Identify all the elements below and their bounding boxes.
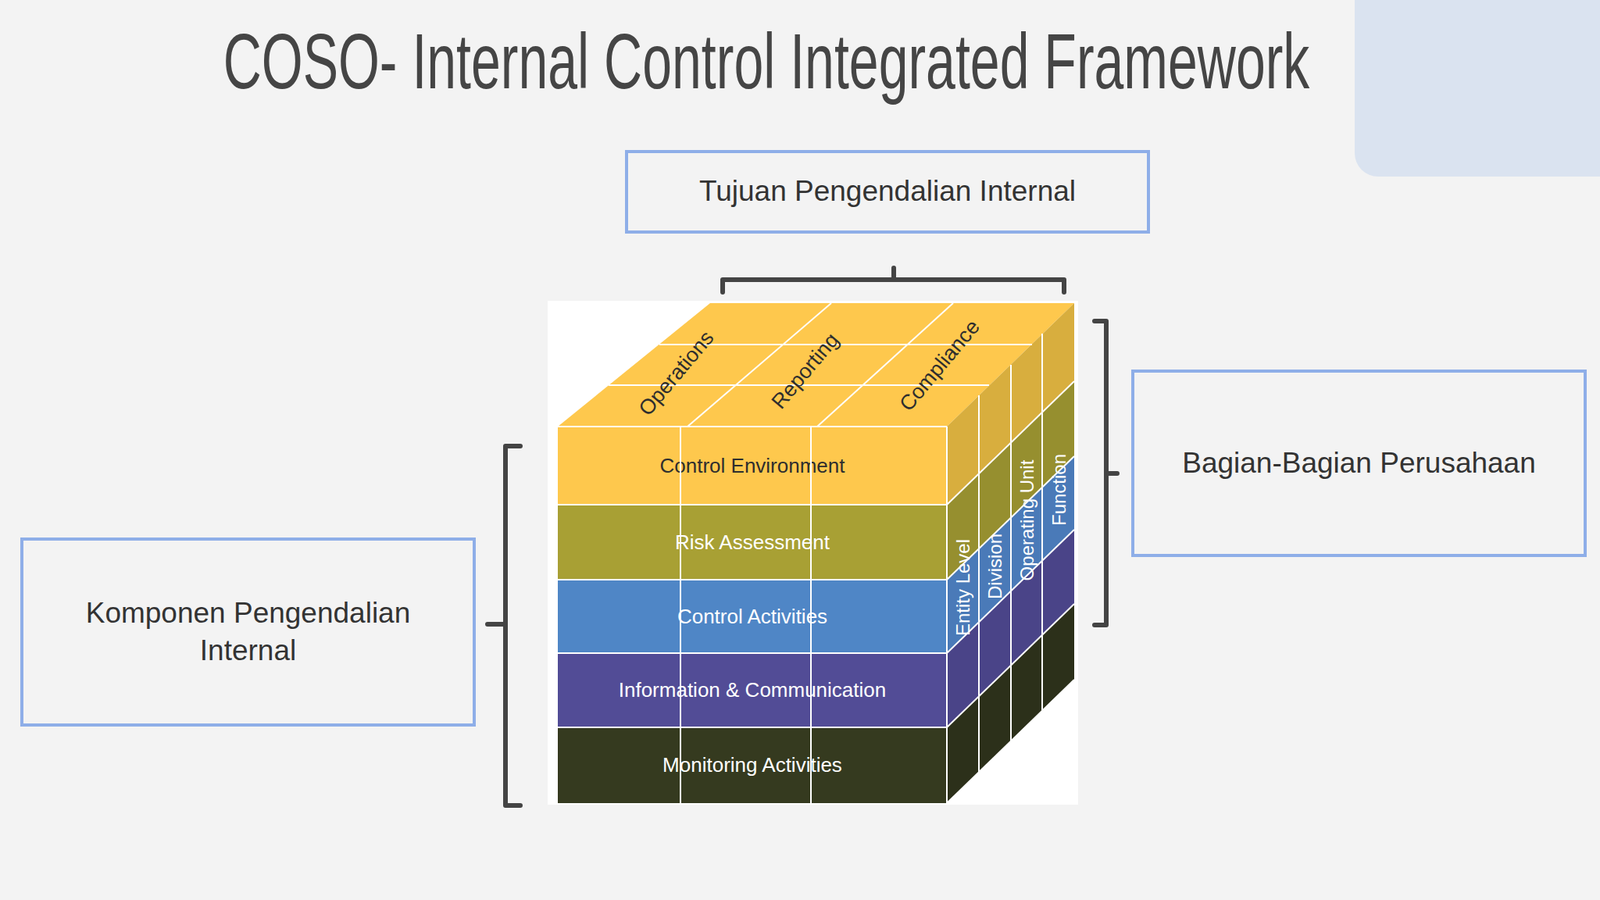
- entity-structure-box: Bagian-Bagian Perusahaan: [1131, 369, 1587, 558]
- grid-lines: [557, 303, 1075, 804]
- right-bracket: [1094, 321, 1118, 625]
- cube-side-band: [946, 529, 1075, 728]
- brackets: [487, 267, 1118, 806]
- entity-label: Entity Level: [953, 539, 973, 636]
- objective-box: Tujuan Pengendalian Internal: [625, 150, 1150, 234]
- component-band: Control Activities: [557, 579, 947, 654]
- component-band: Monitoring Activities: [557, 727, 947, 804]
- entity-label: Operating Unit: [1017, 460, 1037, 582]
- component-band: Risk Assessment: [557, 504, 947, 580]
- objective-label: Operations: [635, 327, 718, 421]
- cube-top-face: [557, 303, 1075, 427]
- left-bracket: [487, 446, 521, 806]
- component-band: Information & Communication: [557, 653, 947, 728]
- page-title: COSO- Internal Control Integrated Framew…: [223, 21, 1311, 100]
- entity-label: Division: [985, 533, 1005, 600]
- node-text: Risk Assessment: [675, 530, 830, 555]
- top-bracket: [722, 267, 1065, 293]
- node-text: Tujuan Pengendalian Internal: [699, 172, 1076, 211]
- node-text: Bagian-Bagian Perusahaan: [1182, 444, 1536, 483]
- objective-label: Compliance: [896, 316, 984, 416]
- node-text: Information & Communication: [618, 678, 886, 703]
- corner-decoration: [1354, 0, 1600, 177]
- entity-label: Function: [1050, 453, 1069, 526]
- component-band: Control Environment: [557, 426, 947, 505]
- component-box: Komponen Pengendalian Internal: [20, 537, 476, 727]
- node-text: Control Activities: [677, 604, 828, 629]
- node-text: Komponen Pengendalian Internal: [78, 594, 418, 670]
- node-text: Monitoring Activities: [662, 753, 843, 778]
- node-text: Control Environment: [660, 453, 846, 479]
- objective-label: Reporting: [767, 328, 843, 413]
- cube-backdrop: [547, 300, 1079, 805]
